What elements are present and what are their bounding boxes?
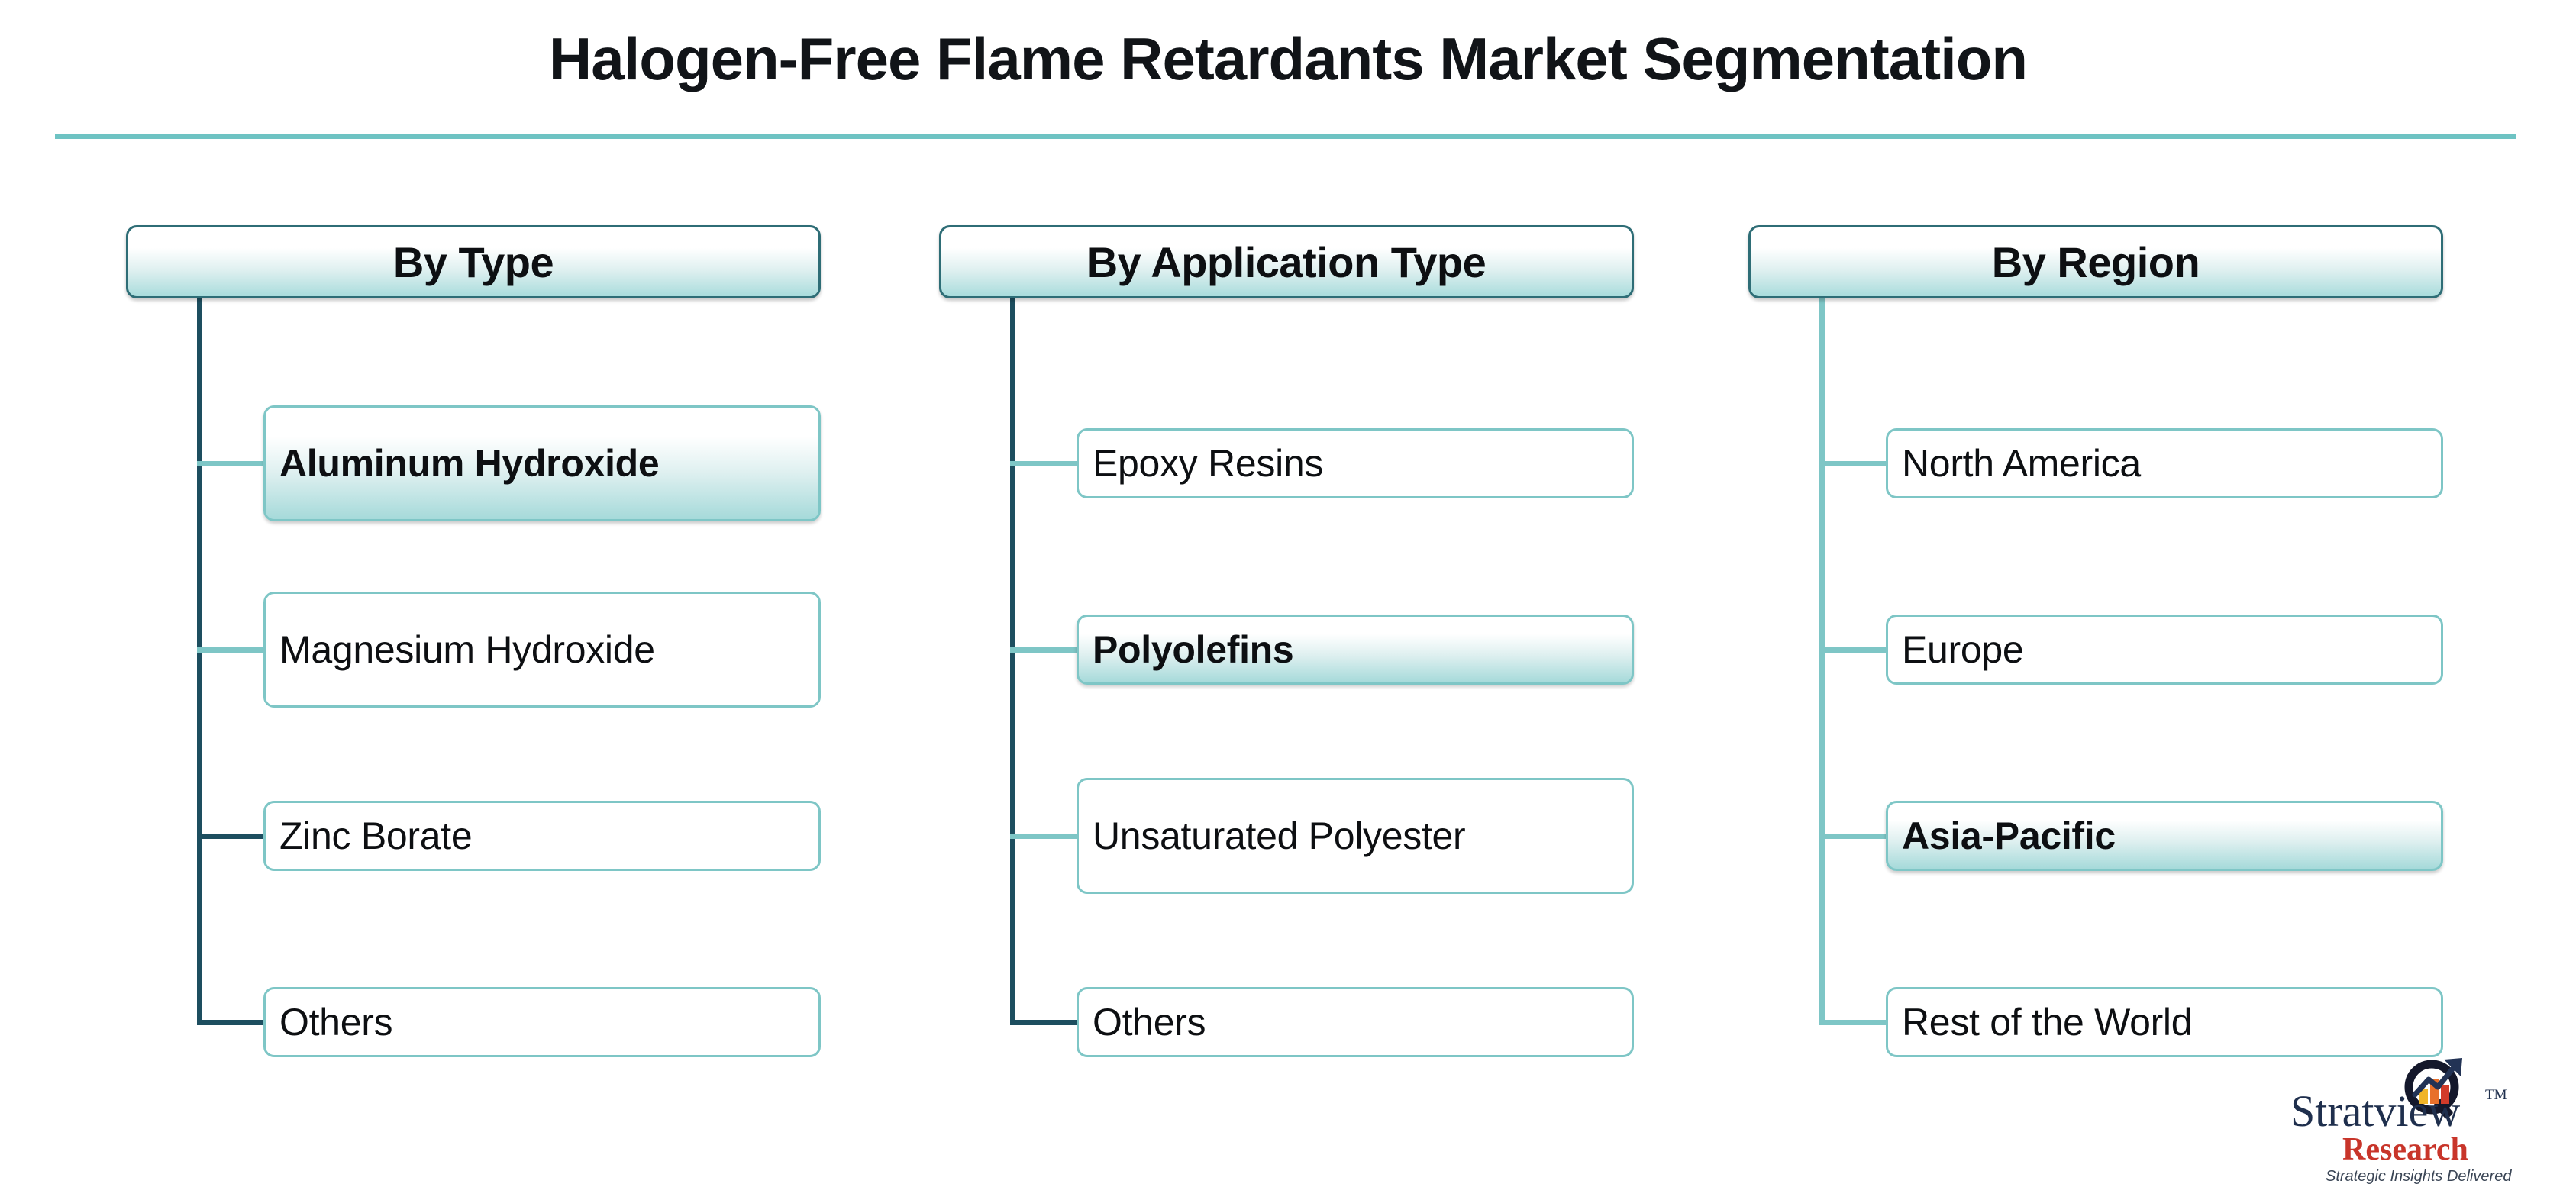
company-logo: Stratview TM Research Strategic Insights… bbox=[2290, 1052, 2565, 1189]
column-header-by-application-type[interactable]: By Application Type bbox=[939, 225, 1634, 298]
segment-item-label: North America bbox=[1902, 442, 2141, 485]
tree-trunk-line bbox=[1010, 298, 1015, 1025]
magnifier-bar-chart-arrow-icon bbox=[2404, 1058, 2462, 1119]
column-header-label: By Application Type bbox=[1086, 237, 1487, 286]
tree-branch-connector bbox=[1010, 461, 1080, 466]
tree-branch-connector bbox=[1819, 834, 1890, 839]
tree-branch-connector bbox=[197, 1020, 267, 1025]
tree-branch-connector bbox=[1819, 1020, 1890, 1025]
segment-item-label: Europe bbox=[1902, 628, 2024, 671]
tree-trunk-line bbox=[1819, 298, 1825, 1025]
column-header-by-type[interactable]: By Type bbox=[126, 225, 821, 298]
segment-item-label: Asia-Pacific bbox=[1902, 815, 2116, 857]
tree-branch-connector bbox=[1010, 834, 1080, 839]
segment-item-box[interactable]: Others bbox=[263, 987, 821, 1057]
segment-item-box[interactable]: Asia-Pacific bbox=[1886, 801, 2443, 871]
segment-item-label: Unsaturated Polyester bbox=[1093, 815, 1466, 857]
segment-item-label: Polyolefins bbox=[1093, 628, 1294, 671]
tree-branch-connector bbox=[197, 834, 267, 839]
title-block: Halogen-Free Flame Retardants Market Seg… bbox=[0, 0, 2576, 139]
logo-trademark: TM bbox=[2485, 1087, 2507, 1103]
segment-item-label: Epoxy Resins bbox=[1093, 442, 1324, 485]
segment-item-label: Rest of the World bbox=[1902, 1001, 2193, 1044]
segment-item-box[interactable]: Europe bbox=[1886, 615, 2443, 685]
segment-item-box[interactable]: Aluminum Hydroxide bbox=[263, 405, 821, 521]
column-header-label: By Type bbox=[392, 237, 554, 286]
tree-branch-connector bbox=[1819, 647, 1890, 653]
segment-item-box[interactable]: Unsaturated Polyester bbox=[1077, 778, 1634, 894]
segment-item-label: Others bbox=[1093, 1001, 1206, 1044]
segment-item-box[interactable]: Polyolefins bbox=[1077, 615, 1634, 685]
segment-item-box[interactable]: Rest of the World bbox=[1886, 987, 2443, 1057]
title-divider-rule bbox=[55, 134, 2516, 139]
segment-item-box[interactable]: Magnesium Hydroxide bbox=[263, 592, 821, 708]
tree-branch-connector bbox=[1010, 1020, 1080, 1025]
segment-item-box[interactable]: Epoxy Resins bbox=[1077, 428, 1634, 498]
segment-item-label: Zinc Borate bbox=[279, 815, 473, 857]
tree-branch-connector bbox=[197, 461, 267, 466]
logo-name: Stratview bbox=[2290, 1086, 2461, 1136]
tree-trunk-line bbox=[197, 298, 202, 1025]
logo-second-line: Research bbox=[2342, 1132, 2468, 1167]
tree-branch-connector bbox=[1819, 461, 1890, 466]
segment-item-label: Magnesium Hydroxide bbox=[279, 628, 655, 671]
column-header-label: By Region bbox=[1991, 237, 2200, 286]
segment-item-box[interactable]: North America bbox=[1886, 428, 2443, 498]
segment-item-box[interactable]: Zinc Borate bbox=[263, 801, 821, 871]
segment-item-box[interactable]: Others bbox=[1077, 987, 1634, 1057]
page-title: Halogen-Free Flame Retardants Market Seg… bbox=[548, 25, 2028, 92]
tree-branch-connector bbox=[197, 647, 267, 653]
tree-branch-connector bbox=[1010, 647, 1080, 653]
segment-item-label: Aluminum Hydroxide bbox=[279, 442, 660, 485]
segment-item-label: Others bbox=[279, 1001, 393, 1044]
column-header-by-region[interactable]: By Region bbox=[1748, 225, 2443, 298]
logo-tagline: Strategic Insights Delivered bbox=[2326, 1168, 2512, 1185]
